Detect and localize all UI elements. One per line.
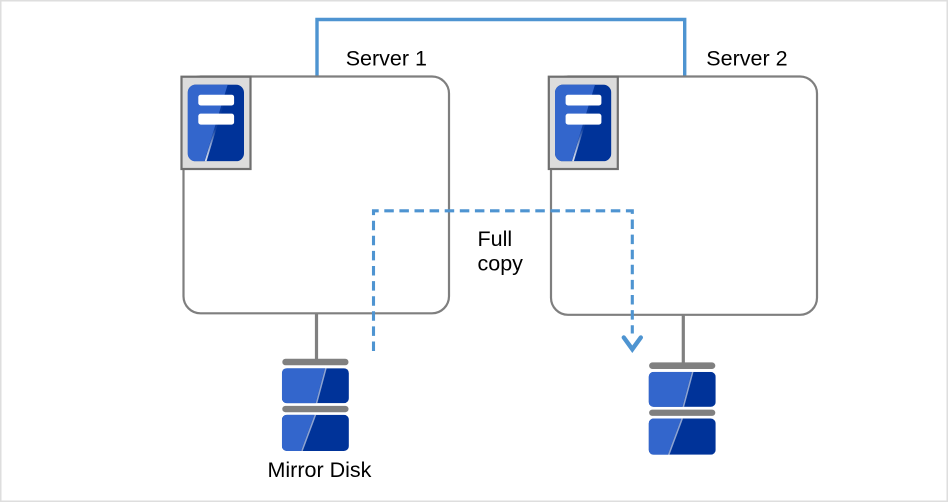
svg-text:copy: copy (478, 251, 524, 275)
svg-text:Full: Full (478, 227, 513, 251)
svg-text:Mirror Disk: Mirror Disk (268, 458, 372, 482)
svg-text:Server 2: Server 2 (706, 46, 787, 70)
svg-text:Server 1: Server 1 (346, 47, 427, 71)
